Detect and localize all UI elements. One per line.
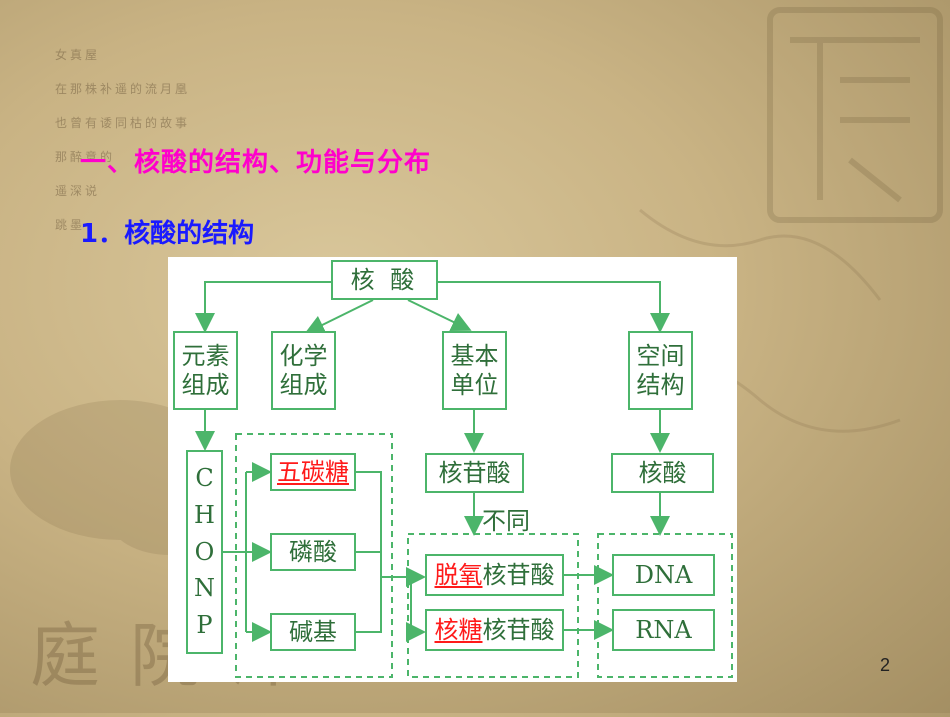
arrow-root-chemical bbox=[304, 299, 374, 334]
diagram-connectors bbox=[195, 281, 733, 678]
deoxy-nucleotide-node: 脱氧核苷酸 bbox=[425, 554, 564, 596]
arrow-root-unit bbox=[407, 299, 472, 332]
sugar-node: 五碳糖 bbox=[270, 453, 356, 491]
category-unit: 基本 单位 bbox=[442, 331, 507, 410]
rna-node: RNA bbox=[612, 609, 715, 651]
ribo-nucleotide-node: 核糖核苷酸 bbox=[425, 609, 564, 651]
category-chemical: 化学 组成 bbox=[271, 331, 336, 410]
arrow-root-spatial bbox=[438, 281, 670, 333]
arrow-root-elements bbox=[195, 281, 331, 333]
arrow-to-ribo bbox=[406, 577, 426, 642]
category-spatial: 空间 结构 bbox=[628, 331, 693, 410]
nucleotide-node: 核苷酸 bbox=[425, 453, 524, 493]
root-node: 核 酸 bbox=[331, 260, 438, 300]
nucleotide-types-group bbox=[407, 533, 579, 678]
background-poem: 女真屋 在那株补遥的流月凰 也曾有诿同枯的故事 那醉意的 遥深说 跳墨 bbox=[55, 48, 191, 232]
sub-heading: 1．核酸的结构 bbox=[80, 219, 255, 249]
nucleic-acid-diagram: 核 酸 元素 组成 化学 组成 基本 单位 空间 结构 C H O N P 五碳… bbox=[168, 257, 737, 682]
spatial-node: 核酸 bbox=[611, 453, 714, 493]
page-number: 2 bbox=[880, 655, 891, 675]
base-node: 碱基 bbox=[270, 613, 356, 651]
category-elements: 元素 组成 bbox=[173, 331, 238, 410]
section-heading: 一、核酸的结构、功能与分布 bbox=[80, 148, 432, 178]
elements-list: C H O N P bbox=[186, 450, 223, 654]
components-group bbox=[235, 433, 393, 678]
dna-node: DNA bbox=[612, 554, 715, 596]
difference-label: 不同 bbox=[482, 507, 530, 535]
phosphate-node: 磷酸 bbox=[270, 533, 356, 571]
